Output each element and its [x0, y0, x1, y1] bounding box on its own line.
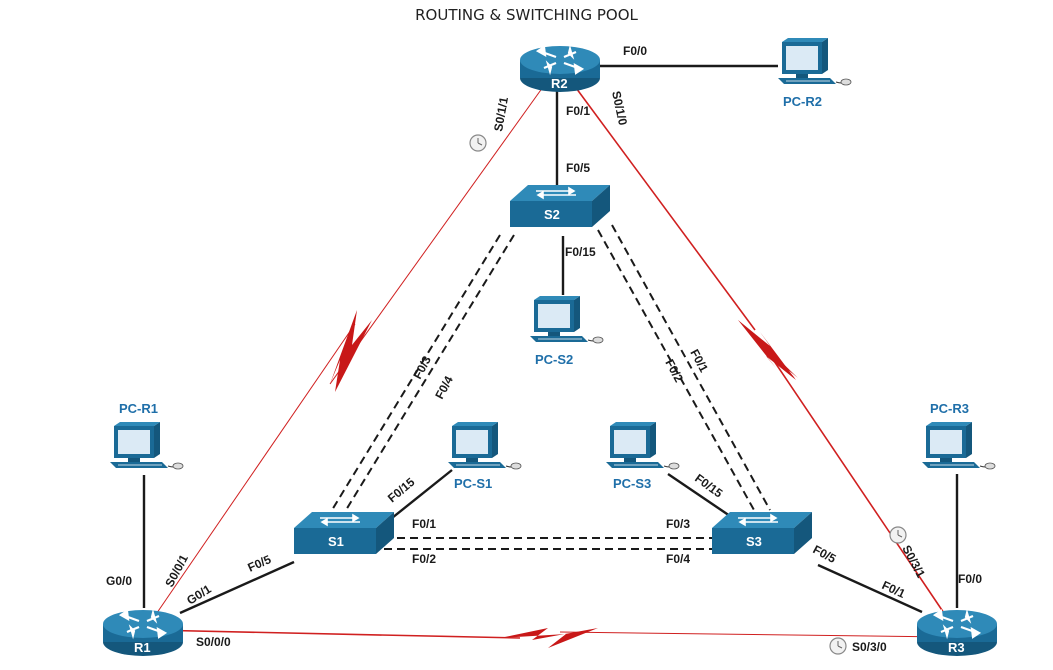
pc-s1-label: PC-S1: [454, 476, 492, 491]
switch-s1-label: S1: [328, 534, 344, 549]
router-r3[interactable]: R3: [915, 608, 999, 658]
port-label: S0/3/0: [852, 640, 887, 654]
port-label: F0/1: [412, 517, 436, 531]
pc-r2[interactable]: [777, 37, 852, 86]
port-label: F0/1: [880, 578, 908, 601]
port-label: S0/3/1: [899, 543, 928, 580]
port-label: G0/0: [106, 574, 132, 588]
port-label: F0/2: [412, 552, 436, 566]
pc-r1[interactable]: [109, 421, 184, 470]
serial-links: [149, 72, 951, 648]
router-r1-label: R1: [134, 640, 151, 655]
port-label: F0/0: [623, 44, 647, 58]
link-r1-s1: [179, 560, 295, 615]
port-label: F0/5: [246, 552, 274, 575]
pc-r1-label: PC-R1: [119, 401, 158, 416]
trunk-links: [331, 224, 771, 550]
pc-s1[interactable]: [447, 421, 522, 470]
serial-link-r1-r2: [149, 323, 356, 624]
serial-link-r1-r2b: [329, 72, 554, 385]
router-r1[interactable]: R1: [101, 608, 185, 658]
port-label: F0/4: [432, 373, 456, 401]
switch-s3-label: S3: [746, 534, 762, 549]
switch-s2-label: S2: [544, 207, 560, 222]
pc-s3-label: PC-S3: [613, 476, 651, 491]
port-label: F0/3: [410, 353, 434, 381]
port-label: F0/4: [666, 552, 690, 566]
port-label: F0/5: [811, 542, 839, 566]
serial-bolt-r1-r2: [330, 310, 372, 392]
clock-icon: [829, 637, 847, 655]
port-label: F0/0: [958, 572, 982, 586]
serial-bolt-r1-r3: [500, 628, 598, 648]
trunk-s2-s3-f01: [611, 224, 771, 511]
diagram-title: ROUTING & SWITCHING POOL: [415, 6, 638, 24]
pc-s3[interactable]: [605, 421, 680, 470]
port-label: F0/1: [566, 104, 590, 118]
pc-r3-label: PC-R3: [930, 401, 969, 416]
trunk-s2-s1-f04: [345, 234, 515, 511]
serial-link-r2-r3: [564, 72, 756, 331]
port-label: F0/5: [566, 161, 590, 175]
port-label: S0/1/1: [491, 96, 511, 133]
switch-s2[interactable]: S2: [509, 184, 611, 228]
port-label: S0/0/1: [162, 552, 191, 589]
switch-s3[interactable]: S3: [711, 511, 813, 555]
pc-s2-label: PC-S2: [535, 352, 573, 367]
port-label: F0/1: [687, 347, 711, 375]
port-label: F0/3: [666, 517, 690, 531]
ethernet-links: [142, 64, 959, 615]
pc-s2[interactable]: [529, 295, 604, 344]
router-r2-label: R2: [551, 76, 568, 91]
router-r2[interactable]: R2: [518, 44, 602, 94]
serial-link-r2-r3b: [769, 354, 951, 623]
clock-icon: [889, 526, 907, 544]
trunk-s2-s3-f02: [597, 229, 755, 511]
serial-link-r1-r3b: [559, 631, 949, 638]
link-s3-pcs3: [667, 473, 731, 517]
trunk-s2-s1-f03: [331, 234, 501, 511]
clock-icon: [469, 134, 487, 152]
switch-s1[interactable]: S1: [293, 511, 395, 555]
port-label: S0/1/0: [609, 90, 630, 127]
pc-r2-label: PC-R2: [783, 94, 822, 109]
serial-link-r1-r3: [149, 629, 521, 639]
pc-r3[interactable]: [921, 421, 996, 470]
link-s3-r3: [817, 563, 923, 614]
router-r3-label: R3: [948, 640, 965, 655]
port-label: F0/15: [565, 245, 596, 259]
port-label: S0/0/0: [196, 635, 231, 649]
port-label: F0/15: [692, 471, 725, 501]
